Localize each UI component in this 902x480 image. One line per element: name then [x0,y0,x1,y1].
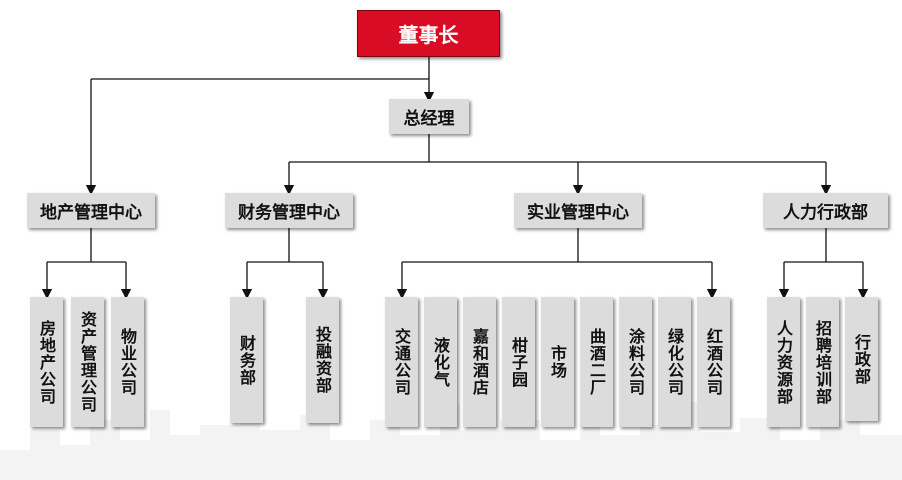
sub-unit-box: 柑子园 [502,297,535,427]
sub-unit-label: 财务部 [237,334,256,386]
sub-unit-label: 嘉和酒店 [470,328,489,396]
sub-unit-label: 液化气 [431,336,450,388]
sub-unit-box: 绿化公司 [658,297,691,427]
sub-unit-box: 人力资源部 [767,297,800,427]
center-label: 实业管理中心 [527,203,629,223]
sub-unit-label: 红酒公司 [704,328,723,396]
sub-unit-label: 绿化公司 [665,328,684,396]
chairman-box: 董事长 [357,10,500,57]
sub-unit-box: 交通公司 [385,297,418,427]
sub-unit-label: 物业公司 [118,328,137,396]
city-skyline-watermark [0,400,902,480]
sub-unit-box: 资产管理公司 [71,297,104,427]
sub-unit-label: 交通公司 [392,328,411,396]
sub-unit-label: 柑子园 [509,336,528,388]
sub-unit-box: 涂料公司 [619,297,652,427]
sub-unit-label: 行政部 [852,333,871,385]
sub-unit-box: 招聘培训部 [806,297,839,427]
center-real-estate-box: 地产管理中心 [27,193,155,228]
sub-unit-box: 行政部 [845,297,878,421]
sub-unit-box: 物业公司 [111,297,144,427]
center-label: 人力行政部 [783,203,868,223]
sub-unit-box: 投融资部 [306,297,339,423]
sub-unit-label: 涂料公司 [626,328,645,396]
sub-unit-label: 人力资源部 [774,319,793,405]
sub-unit-box: 房地产公司 [30,297,63,427]
sub-unit-label: 投融资部 [313,326,332,394]
center-label: 地产管理中心 [40,203,142,223]
sub-unit-box: 嘉和酒店 [463,297,496,427]
sub-unit-box: 曲酒二厂 [580,297,613,427]
center-hr-admin-box: 人力行政部 [763,193,888,228]
sub-unit-label: 房地产公司 [37,319,56,405]
sub-unit-box: 红酒公司 [697,297,730,427]
sub-unit-label: 资产管理公司 [78,311,97,413]
general-manager-label: 总经理 [403,109,455,129]
sub-unit-label: 招聘培训部 [813,319,832,405]
sub-unit-label: 曲酒二厂 [587,328,606,396]
chairman-label: 董事长 [398,23,459,47]
center-label: 财务管理中心 [238,203,340,223]
sub-unit-box: 市场 [541,297,574,427]
center-finance-box: 财务管理中心 [225,193,353,228]
sub-unit-box: 液化气 [424,297,457,427]
general-manager-box: 总经理 [389,99,469,134]
sub-unit-label: 市场 [548,345,567,379]
sub-unit-box: 财务部 [230,297,263,423]
center-industry-box: 实业管理中心 [514,193,642,228]
